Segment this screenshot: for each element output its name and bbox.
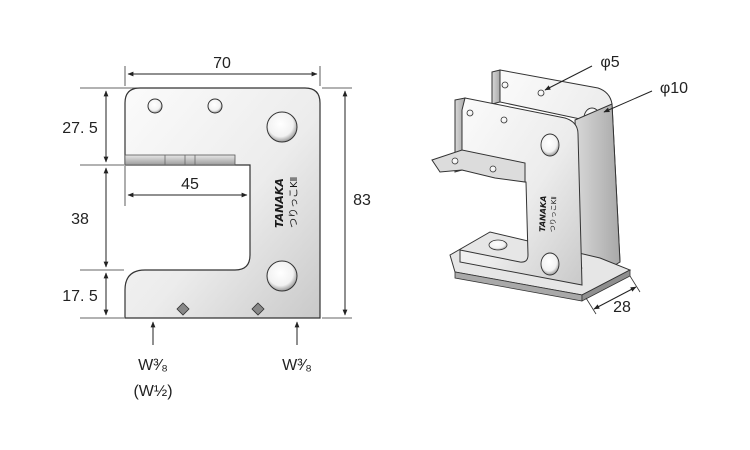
slot-band	[124, 154, 236, 166]
large-hole-top	[266, 111, 298, 143]
iso-stamp: TANAKA つりっこKⅡ	[538, 195, 558, 232]
depth-dim-line	[593, 286, 637, 310]
bolt-right-label: W³⁄₈	[282, 357, 312, 374]
front-plate	[124, 87, 321, 319]
iso-brand-mark: TANAKA	[538, 195, 548, 232]
large-hole-bottom	[266, 260, 298, 292]
front-view: TANAKA つりっこKⅡ 70 27. 5 38 17. 5 83 45 W³…	[62, 55, 371, 400]
front-brand-mark: TANAKA	[273, 178, 286, 228]
height-label: 83	[353, 192, 371, 209]
nut-marker-left	[176, 302, 190, 316]
slot-depth-label: 45	[181, 176, 199, 193]
small-hole-leader	[544, 65, 593, 91]
nut-marker-right	[251, 302, 265, 316]
bolt-left-label: W³⁄₈	[138, 357, 168, 374]
large-hole-leader	[603, 90, 653, 113]
front-stamp: TANAKA つりっこKⅡ	[273, 177, 300, 228]
bolt-left-alt-label: (W½)	[133, 383, 172, 400]
small-hole-right	[207, 98, 223, 114]
large-hole-label: φ10	[660, 80, 688, 97]
front-model-mark: つりっこKⅡ	[288, 177, 300, 228]
small-hole-label: φ5	[600, 54, 619, 71]
bottom-section-label: 17. 5	[62, 288, 98, 305]
width-label: 70	[213, 55, 231, 72]
top-section-label: 27. 5	[62, 120, 98, 137]
iso-view: TANAKA つりっこKⅡ φ5 φ10 28	[431, 54, 688, 316]
opening-label: 38	[71, 211, 89, 228]
depth-label: 28	[613, 299, 631, 316]
iso-model-mark: つりっこKⅡ	[549, 196, 558, 232]
small-hole-left	[147, 98, 163, 114]
